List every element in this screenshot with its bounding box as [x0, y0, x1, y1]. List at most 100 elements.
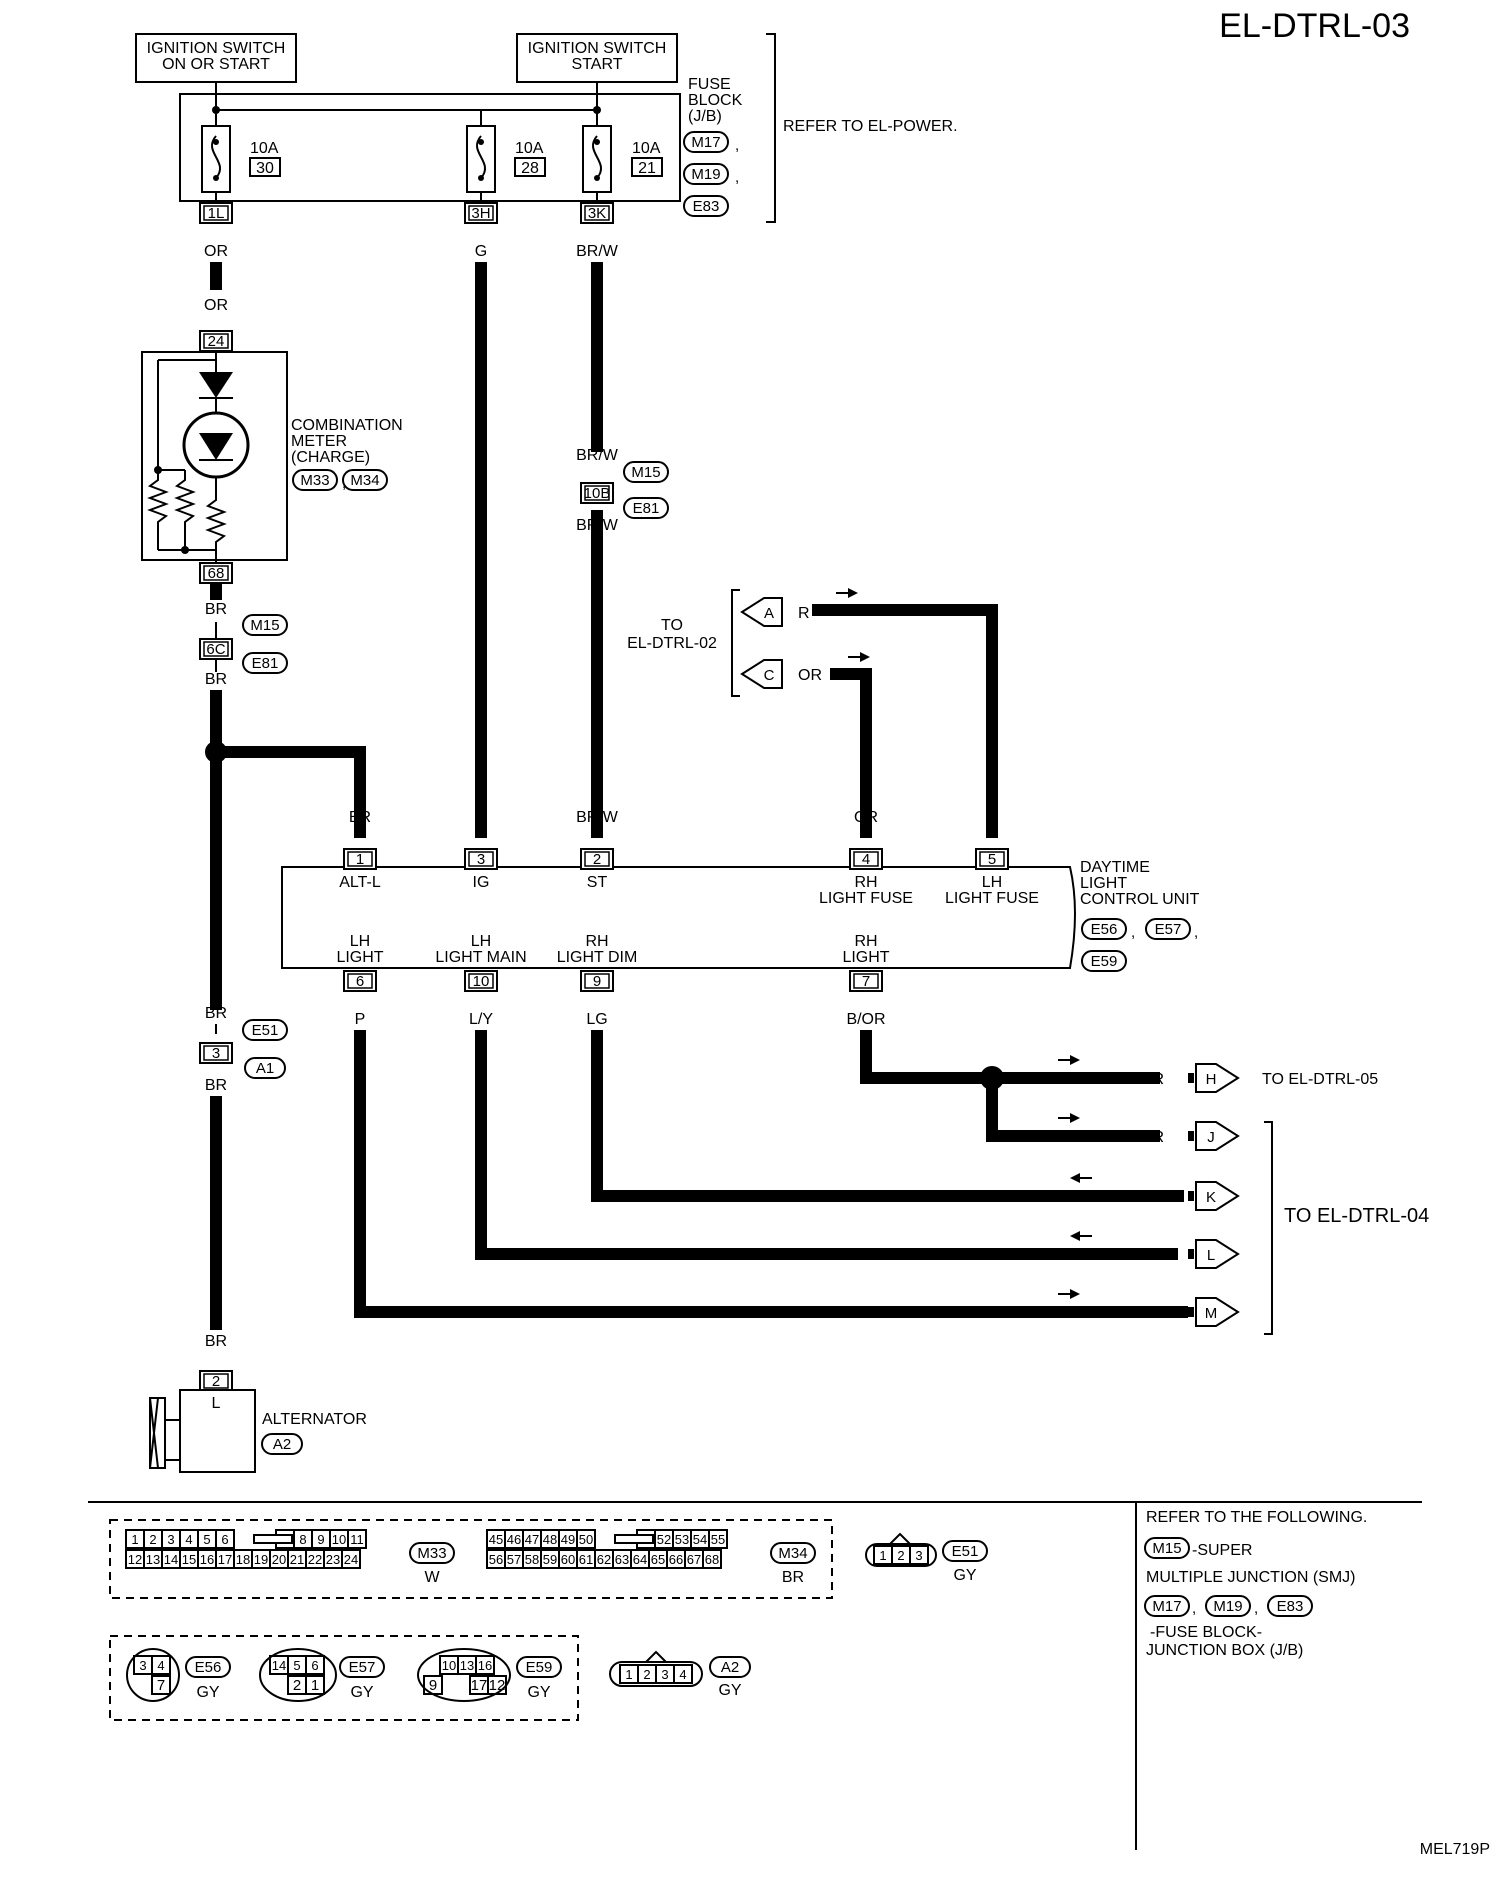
wire-color: B/OR [846, 1011, 885, 1028]
resistor-3 [205, 490, 227, 550]
tag-text: E51 [252, 1022, 279, 1039]
ref-e81: E81 [623, 497, 669, 519]
cavity-number: 52 [657, 1532, 671, 1547]
cavity-number: 9 [429, 1677, 437, 1694]
cavity-number: 22 [308, 1552, 322, 1567]
wire-color: L/Y [469, 1011, 493, 1028]
cavity-number: 18 [236, 1552, 250, 1567]
cavity-number: 19 [254, 1552, 268, 1567]
connector-cavity [341, 1549, 361, 1569]
connector-cavity [702, 1549, 722, 1569]
wire-color: BR [205, 1077, 227, 1094]
terminal-inner [203, 333, 229, 349]
cavity-number: 10 [442, 1658, 456, 1673]
tag-oval [942, 1540, 988, 1562]
connector-cavity [151, 1675, 171, 1695]
off-page-connector: L [1195, 1239, 1240, 1269]
cavity-number: 56 [489, 1552, 503, 1567]
cavity-number: 23 [326, 1552, 340, 1567]
tag-oval [1267, 1595, 1313, 1617]
ref-m17: M17 [683, 131, 729, 153]
comma: , [1254, 1600, 1258, 1617]
lock-mark [889, 1532, 911, 1545]
unit-top-pin: 4 [849, 848, 883, 870]
wire-color: R [798, 605, 810, 622]
tag-oval [242, 1019, 288, 1041]
terminal-number: 2 [212, 1373, 220, 1390]
connector-letter: C [764, 667, 775, 684]
unit-pin-name: IG [473, 874, 490, 891]
lock-mark [645, 1650, 667, 1663]
cavity-number: 50 [579, 1532, 593, 1547]
terminal-number: 5 [988, 851, 996, 868]
cavity-number: 60 [561, 1552, 575, 1567]
wire-or-rh [830, 668, 872, 838]
cavity-number: 62 [597, 1552, 611, 1567]
cavity-number: 46 [507, 1532, 521, 1547]
comma: , [1194, 924, 1198, 941]
alternator-body [179, 1389, 256, 1473]
connector-flag [1195, 1297, 1240, 1327]
lamp-diode [199, 433, 233, 460]
cavity-number: 3 [139, 1658, 146, 1673]
meter-dot [181, 546, 189, 554]
cavity-number: 2 [149, 1532, 156, 1547]
tag-oval [623, 461, 669, 483]
page-code: EL-DTRL-03 [1219, 7, 1410, 45]
wire-color: OR [798, 667, 822, 684]
connector-stub [1188, 1131, 1194, 1141]
alternator-terminal: L [212, 1395, 221, 1412]
fuse-1-dot [478, 175, 484, 181]
fuse-2-dot [594, 175, 600, 181]
ref-e56-legend: E56 [185, 1656, 231, 1678]
cavity-number: 14 [164, 1552, 178, 1567]
terminal-number: 10B [584, 485, 611, 502]
fuse-1-element [475, 135, 487, 179]
tag-text: E59 [1091, 953, 1118, 970]
cavity-number: 14 [272, 1658, 286, 1673]
resistor-1 [147, 470, 169, 550]
ref-m19-note: M19 [1205, 1595, 1251, 1617]
unit-bottom-pin: 6 [343, 970, 377, 992]
flow-arrowhead [1070, 1231, 1080, 1241]
line [149, 1397, 159, 1469]
terminal-number: 3H [471, 205, 490, 222]
ref-a2: A2 [261, 1433, 303, 1455]
terminal-number: 2 [593, 851, 601, 868]
connector-color: GY [953, 1567, 976, 1584]
tag-text: M19 [691, 166, 720, 183]
flow-arrowhead [860, 652, 870, 662]
tag-oval [242, 614, 288, 636]
wire-color: BR [205, 601, 227, 618]
terminal-number: 3 [477, 851, 485, 868]
refer-line5: JUNCTION BOX (J/B) [1146, 1642, 1303, 1659]
wire-br-to-unit [216, 746, 366, 838]
connector-cavity [215, 1529, 235, 1549]
joint-10b: 10B [580, 482, 614, 504]
terminal-inner [853, 973, 879, 989]
joint-6c: 6C [199, 638, 233, 660]
resistor-2 [174, 470, 196, 550]
connector-letter: L [1207, 1247, 1215, 1264]
tag-text: M19 [1213, 1598, 1242, 1615]
figure-id: MEL719P [1420, 1841, 1490, 1858]
tag-oval [339, 1656, 385, 1678]
terminal-inner [979, 851, 1005, 867]
tag-oval [1081, 918, 1127, 940]
ref-m33-legend: M33 [409, 1542, 455, 1564]
cavity-number: 3 [915, 1548, 922, 1563]
connector-letter: J [1207, 1129, 1215, 1146]
connector-flag [740, 597, 783, 627]
tag-oval [342, 469, 388, 491]
alternator-label: ALTERNATOR [262, 1411, 367, 1428]
ref-e51-legend: E51 [942, 1540, 988, 1562]
terminal-number: 10 [473, 973, 490, 990]
connector-letter: A [764, 605, 774, 622]
unit-top-pin: 2 [580, 848, 614, 870]
connector-cavity [708, 1529, 728, 1549]
ref-m34-legend: M34 [770, 1542, 816, 1564]
connector-color: GY [527, 1684, 550, 1701]
flow-arrowhead [1070, 1113, 1080, 1123]
